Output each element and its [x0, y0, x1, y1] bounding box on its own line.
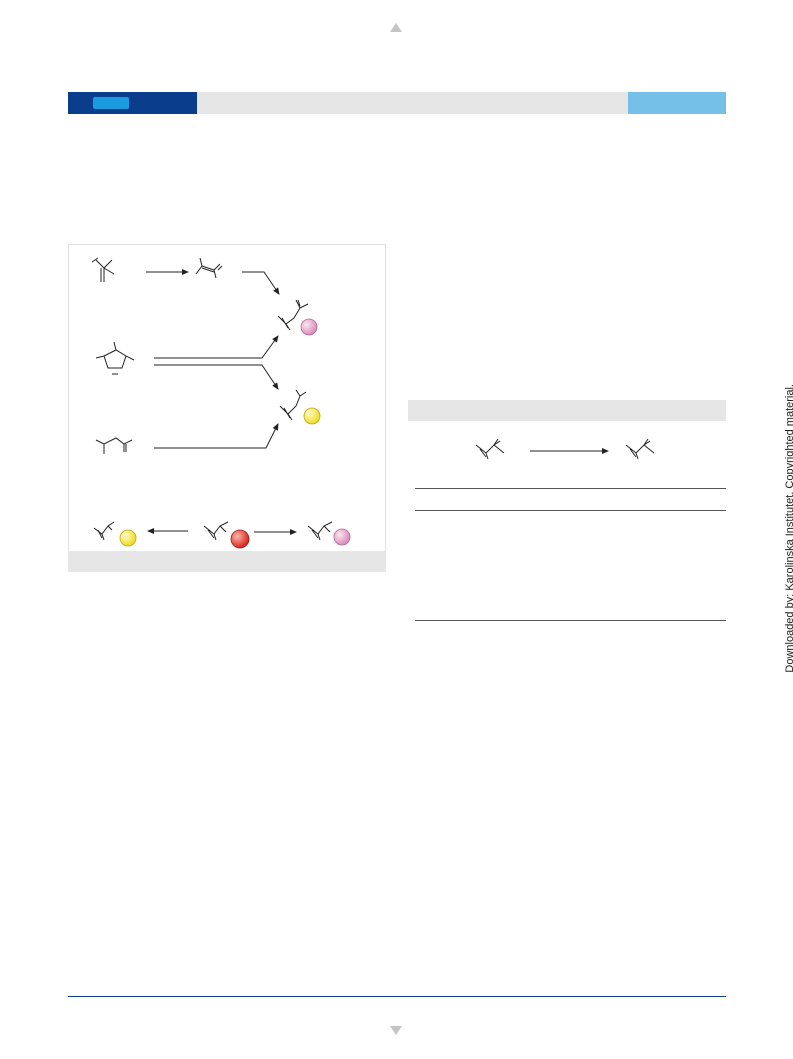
header-brand-block [68, 92, 197, 114]
table-title-bar [408, 400, 726, 421]
table-rule-bottom [415, 620, 726, 621]
molecule-reactant [475, 438, 505, 460]
header-accent-block [628, 92, 726, 114]
molecule-intermediate [195, 257, 223, 279]
ball-yellow-1 [303, 407, 321, 425]
scheme-caption-bar [68, 551, 386, 572]
ball-pink-2 [333, 528, 351, 546]
nav-down-icon[interactable] [390, 1026, 402, 1035]
molecule-cyclopentadienide [95, 341, 135, 375]
ball-yellow-2 [119, 529, 137, 547]
molecule-bottom-left [93, 521, 115, 541]
watermark-text: Downloaded by: Karolinska Institutet. Co… [784, 384, 793, 673]
journal-header-bar [68, 92, 726, 114]
arrow-2 [242, 271, 280, 295]
molecule-allyl [95, 437, 133, 454]
arrow-4 [154, 364, 279, 390]
scheme-drawing [91, 257, 351, 549]
arrow-3 [154, 335, 279, 359]
table-rule-mid [415, 510, 726, 511]
nav-up-icon[interactable] [390, 23, 402, 32]
ball-red [230, 529, 250, 549]
table-reaction-scheme [475, 438, 655, 460]
header-badge [93, 97, 129, 109]
footer-rule [68, 996, 726, 997]
molecule-bottom-right [307, 521, 333, 541]
molecule-product-pink [277, 299, 309, 331]
arrow-5 [154, 423, 279, 449]
molecule-diene [91, 257, 115, 282]
molecule-product-yellow [279, 389, 307, 421]
molecule-product [625, 438, 655, 460]
molecule-bottom-center [203, 521, 229, 541]
ball-pink-1 [300, 318, 318, 336]
table-rule-top [415, 488, 726, 489]
